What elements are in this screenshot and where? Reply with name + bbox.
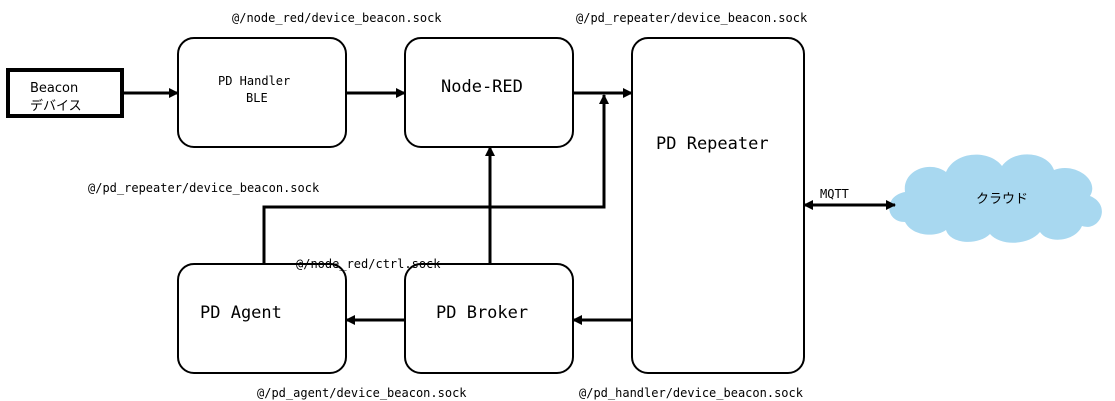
socket-label-pd-repeater-beacon-left: @/pd_repeater/device_beacon.sock (88, 181, 320, 195)
beacon-device-node: Beacon デバイス (6, 68, 124, 118)
socket-label-pd-repeater-beacon-top: @/pd_repeater/device_beacon.sock (576, 11, 808, 25)
connectors (122, 88, 896, 325)
pd-handler-label-line1: PD Handler (218, 74, 290, 88)
cloud-node: クラウド (889, 154, 1102, 243)
node-red-label: Node-RED (441, 77, 523, 97)
pd-broker-label: PD Broker (436, 303, 528, 323)
pd-repeater-node: PD Repeater (631, 37, 805, 374)
arrow-agent-to-repeater (262, 94, 609, 264)
socket-label-pd-handler-beacon: @/pd_handler/device_beacon.sock (579, 386, 804, 400)
pd-repeater-label: PD Repeater (656, 134, 769, 154)
pd-agent-node: PD Agent (177, 263, 347, 374)
pd-handler-ble-node: PD Handler BLE (177, 37, 347, 148)
pd-handler-label-line2: BLE (246, 91, 268, 105)
pd-agent-label: PD Agent (200, 303, 282, 323)
beacon-device-label-line2: デバイス (30, 98, 82, 114)
cloud-label: クラウド (976, 192, 1028, 207)
pd-broker-node: PD Broker (404, 263, 574, 374)
node-red-node: Node-RED (404, 37, 574, 148)
socket-label-node-red-beacon: @/node_red/device_beacon.sock (232, 11, 442, 25)
beacon-device-label-line1: Beacon (30, 81, 78, 96)
socket-label-node-red-ctrl: @/node_red/ctrl.sock (296, 257, 441, 271)
protocol-label-mqtt: MQTT (820, 187, 849, 201)
socket-label-pd-agent-beacon: @/pd_agent/device_beacon.sock (257, 386, 467, 400)
cloud-shape (889, 154, 1102, 243)
